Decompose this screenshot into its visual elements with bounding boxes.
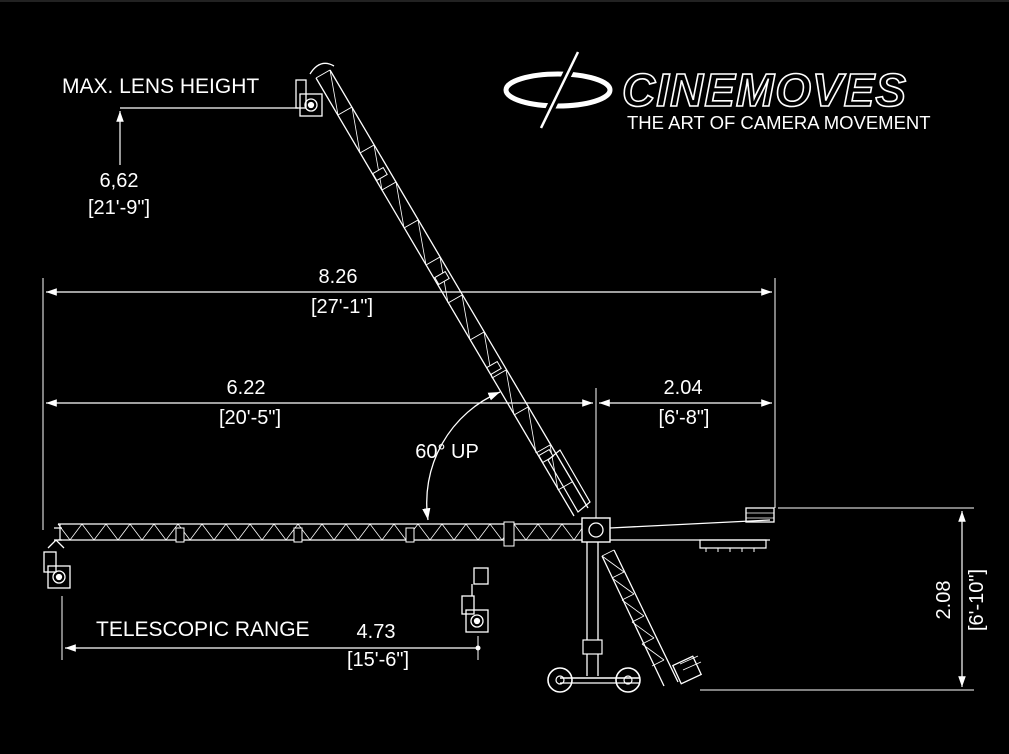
pivot-height-metric: 2.08: [933, 581, 955, 620]
front-arm-metric: 6.22: [227, 377, 266, 399]
pivot-height-imperial: [6'-10"]: [966, 569, 988, 631]
camera-head-retracted-icon: [461, 567, 489, 633]
rear-arm-metric: 2.04: [664, 377, 703, 399]
raised-crane-arm: [315, 69, 591, 517]
rear-arm-imperial: [6'-8"]: [659, 407, 710, 429]
angle-indicator: 60° UP: [415, 391, 501, 521]
base-wheel-right-icon: [615, 667, 641, 693]
max-lens-height-label: MAX. LENS HEIGHT: [62, 75, 259, 98]
lens-height-imperial: [21'-9"]: [88, 197, 150, 219]
arm-length-dimensions: 6.22 [20'-5"] 2.04 [6'-8"]: [46, 377, 772, 520]
top-border: [0, 0, 1009, 2]
horizontal-crane-arm: [54, 507, 775, 552]
front-arm-imperial: [20'-5"]: [219, 407, 281, 429]
telescopic-metric: 4.73: [357, 621, 396, 643]
telescopic-range-dimension: TELESCOPIC RANGE 4.73 [15'-6"]: [61, 596, 481, 671]
total-length-imperial: [27'-1"]: [311, 296, 373, 318]
lens-height-dimension: MAX. LENS HEIGHT 6,62 [21'-9"]: [62, 75, 298, 219]
camera-head-horizontal-icon: [43, 539, 71, 589]
telescopic-range-label: TELESCOPIC RANGE: [96, 618, 310, 641]
brand-tagline: THE ART OF CAMERA MOVEMENT: [627, 112, 931, 133]
crane-base: [547, 542, 703, 693]
camera-head-raised-icon: [295, 62, 335, 117]
total-length-metric: 8.26: [319, 266, 358, 288]
brand-name: CINEMOVES: [622, 64, 907, 116]
total-length-dimension: 8.26 [27'-1"]: [42, 266, 776, 530]
lens-height-metric: 6,62: [100, 170, 139, 192]
pivot-height-dimension: 2.08 [6'-10"]: [700, 507, 988, 691]
telescopic-imperial: [15'-6"]: [347, 649, 409, 671]
logo-swoosh-icon: [503, 71, 613, 109]
base-wheel-left-icon: [547, 667, 573, 693]
angle-label: 60° UP: [415, 441, 479, 463]
cinemoves-logo: CINEMOVES THE ART OF CAMERA MOVEMENT: [503, 50, 931, 133]
